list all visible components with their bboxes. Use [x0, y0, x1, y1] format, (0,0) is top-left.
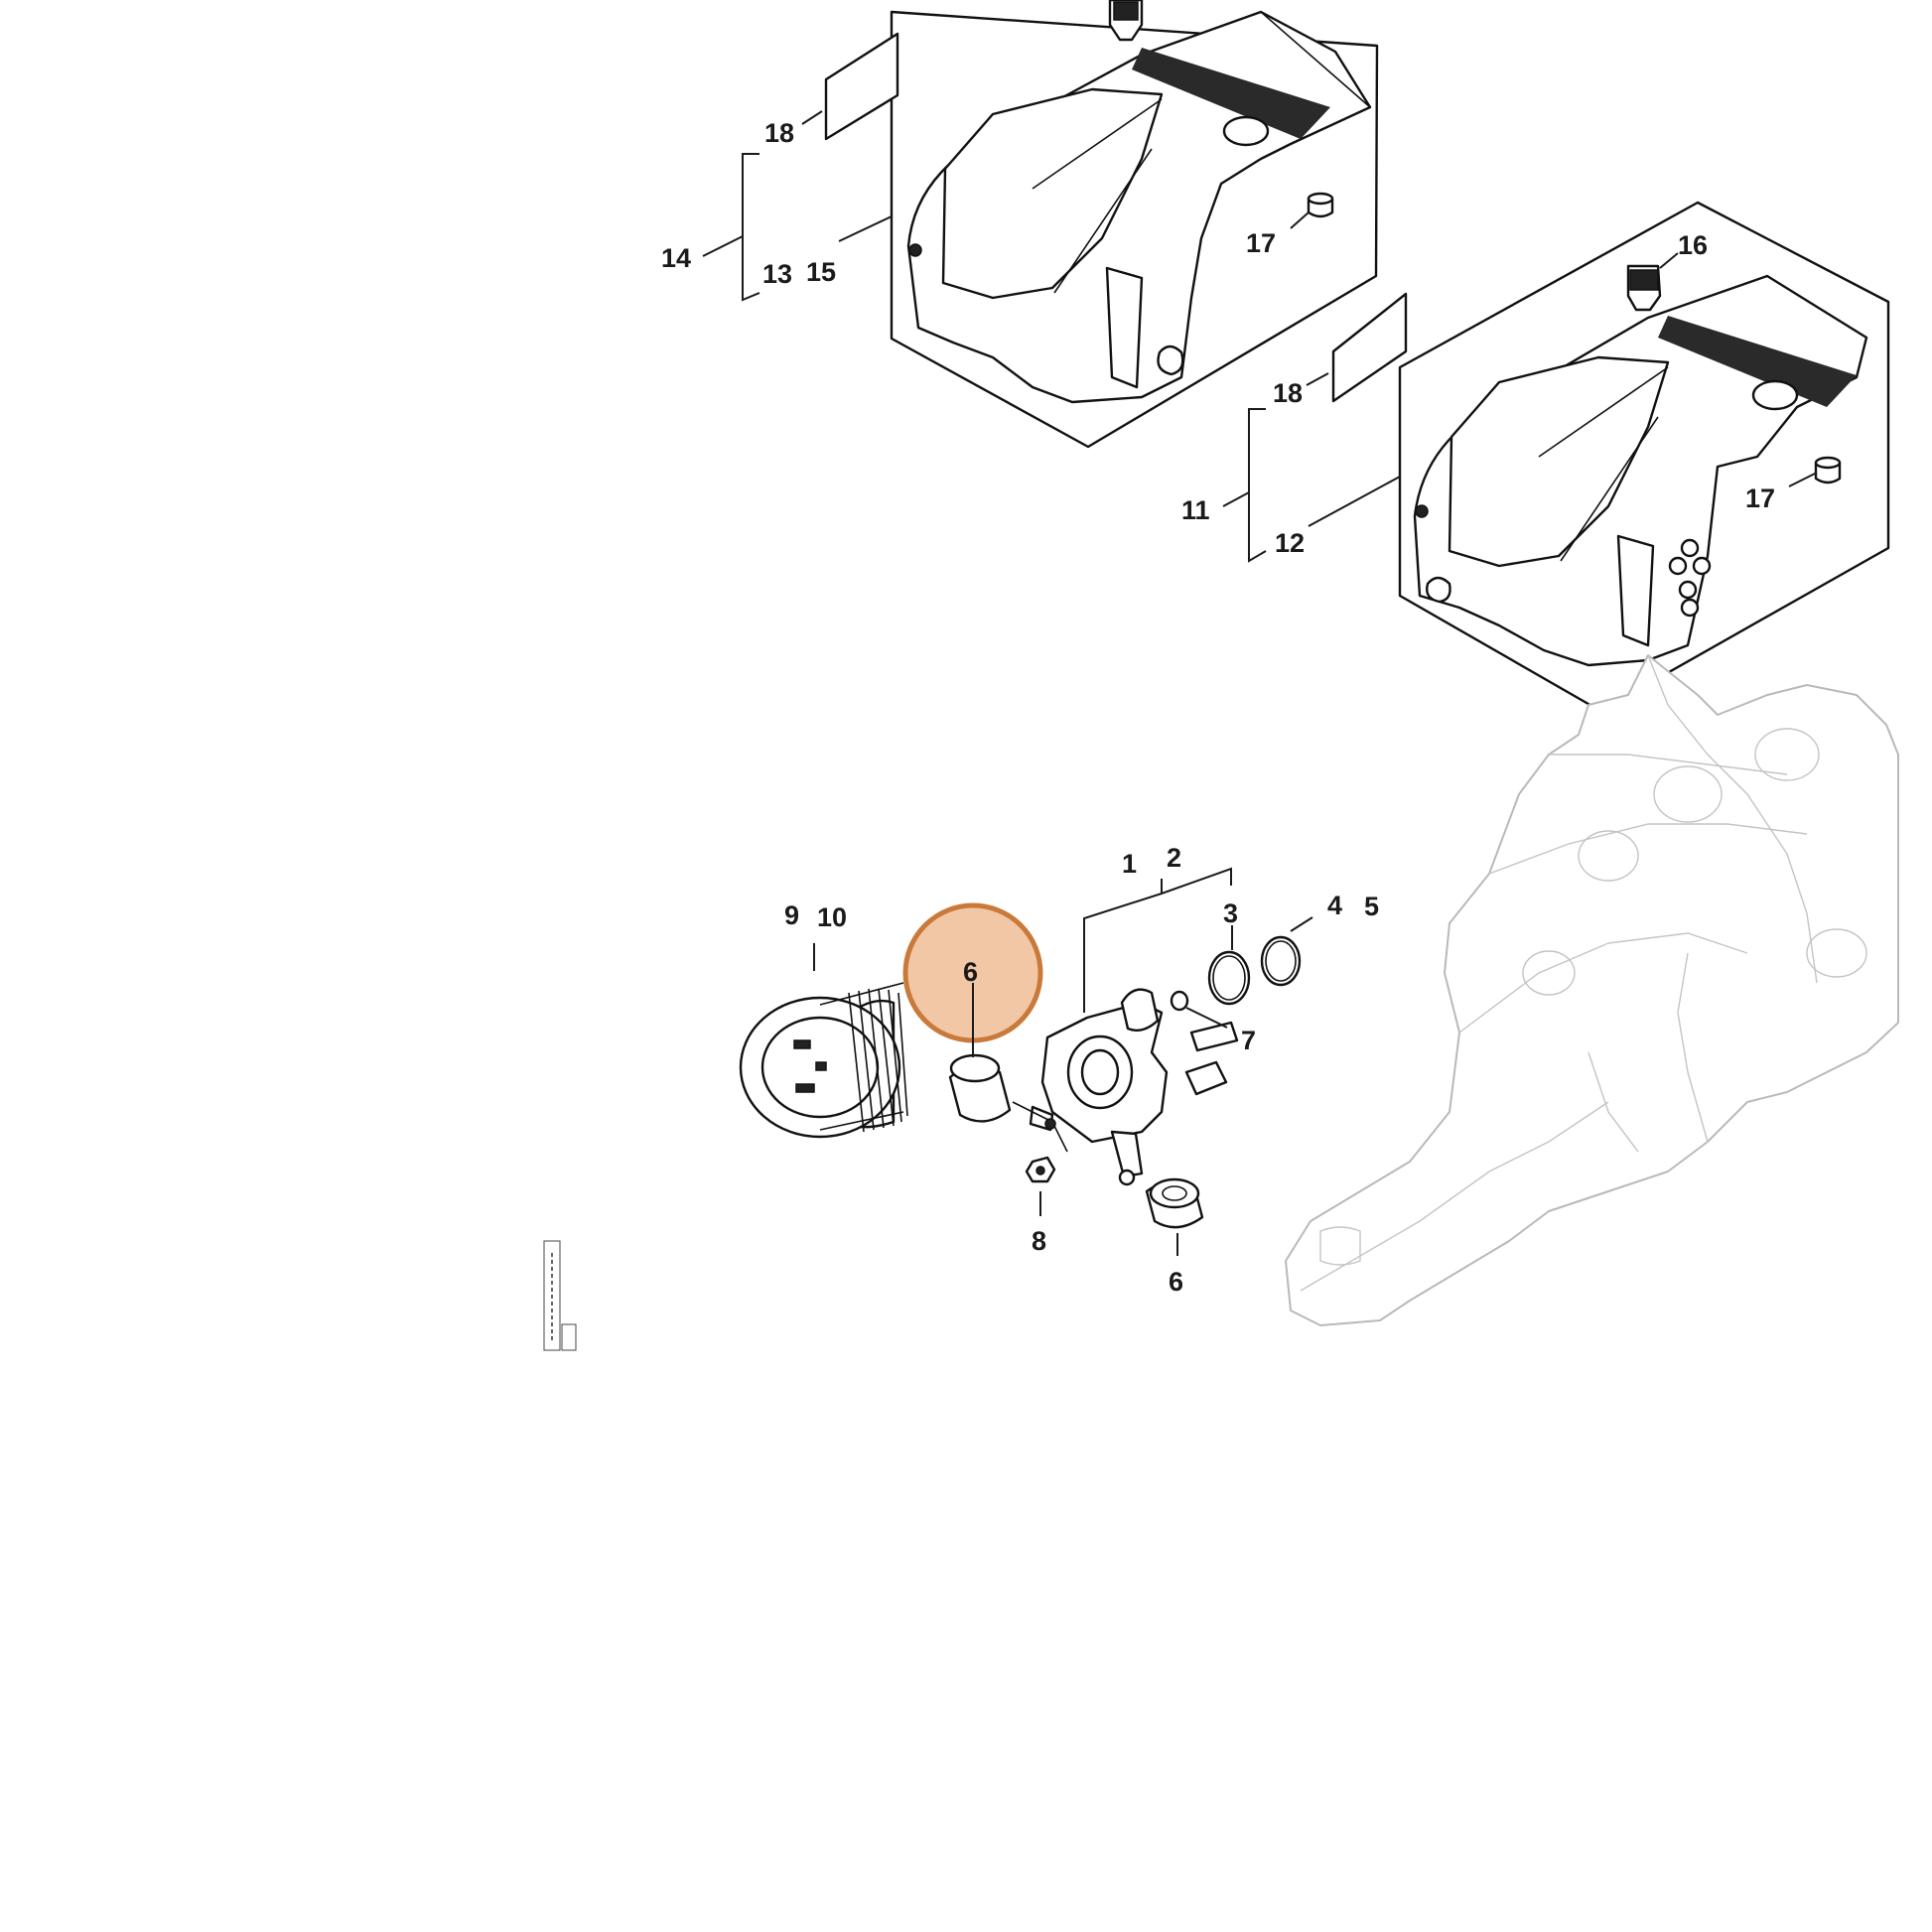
callout-2[interactable]: 2	[1167, 843, 1181, 873]
carburetor-housing	[1012, 988, 1239, 1186]
sticker-upper	[824, 32, 899, 141]
callout-10[interactable]: 10	[817, 902, 847, 932]
callout-17-lower[interactable]: 17	[1745, 483, 1775, 513]
callout-1[interactable]: 1	[1122, 849, 1137, 879]
nut-part-8	[1025, 1156, 1056, 1183]
callout-13[interactable]: 13	[762, 259, 792, 289]
callout-6-lower[interactable]: 6	[1169, 1267, 1183, 1297]
leader-lines	[702, 110, 1818, 1256]
callout-6-highlight[interactable]: 6	[963, 957, 978, 987]
o-ring-7	[1170, 990, 1189, 1012]
callout-7[interactable]: 7	[1241, 1026, 1256, 1055]
grommet-lower	[1814, 456, 1842, 484]
saw-body-background	[1285, 654, 1899, 1326]
sticker-lower	[1331, 292, 1408, 403]
grommet-upper	[1307, 192, 1334, 218]
callout-3[interactable]: 3	[1223, 898, 1238, 928]
callout-12[interactable]: 12	[1275, 528, 1305, 558]
callout-5[interactable]: 5	[1364, 892, 1379, 921]
drawing-reference-code	[543, 1240, 577, 1351]
callout-14[interactable]: 14	[661, 243, 691, 273]
air-filter	[739, 982, 908, 1139]
callout-15[interactable]: 15	[806, 257, 836, 287]
gasket-ring-4	[1260, 935, 1302, 987]
callout-16[interactable]: 16	[1678, 230, 1708, 260]
gasket-ring-3	[1207, 950, 1251, 1006]
callout-18-lower[interactable]: 18	[1273, 378, 1303, 408]
shroud-cover-lower	[1398, 201, 1890, 713]
callout-18-upper[interactable]: 18	[764, 118, 794, 148]
damper-part-6-left	[948, 1053, 1012, 1123]
callout-labels: 18 14 13 15 17 16 18 11 12 17 1 2 3 4 5 …	[661, 118, 1775, 1297]
damper-part-6-lower	[1145, 1177, 1204, 1229]
callout-17-upper[interactable]: 17	[1246, 228, 1276, 258]
callout-8[interactable]: 8	[1032, 1226, 1046, 1256]
callout-11[interactable]: 11	[1181, 495, 1210, 525]
shroud-cover-upper	[890, 0, 1379, 449]
callout-4[interactable]: 4	[1327, 891, 1342, 920]
callout-9[interactable]: 9	[784, 900, 799, 930]
